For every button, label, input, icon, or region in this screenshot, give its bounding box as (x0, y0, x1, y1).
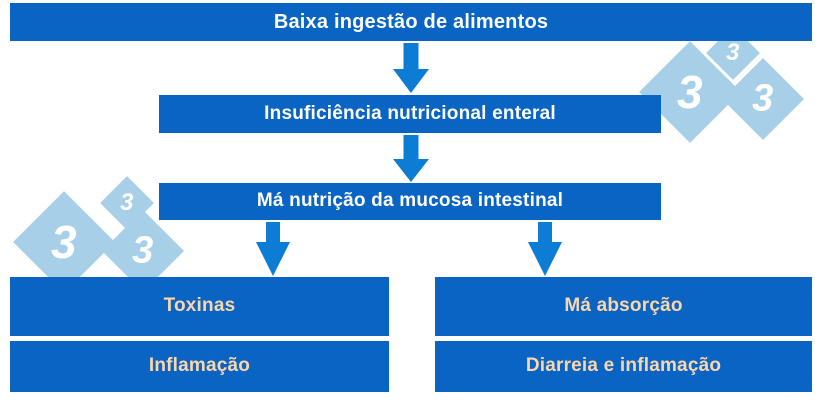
arrow-n2-to-n3 (393, 135, 429, 183)
arrow-shaft (403, 43, 419, 69)
watermark-digit: 3 (726, 38, 740, 66)
node-insuficiencia-nutricional[interactable]: Insuficiência nutricional enteral (159, 95, 661, 133)
arrow-n1-to-n2 (393, 43, 429, 93)
arrow-head (393, 159, 429, 182)
arrow-shaft (266, 222, 280, 242)
watermark-top-right: 3 3 3 (639, 26, 820, 150)
node-ma-nutricao-mucosa[interactable]: Má nutrição da mucosa intestinal (159, 183, 661, 220)
node-label: Baixa ingestão de alimentos (273, 11, 549, 33)
node-ma-absorcao[interactable]: Má absorção (435, 277, 812, 336)
arrow-n3-to-n5 (527, 222, 563, 276)
node-label: Má nutrição da mucosa intestinal (256, 190, 564, 212)
node-toxinas[interactable]: Toxinas (10, 277, 389, 336)
watermark-digit: 3 (752, 77, 774, 120)
arrow-head (393, 69, 429, 93)
node-label: Toxinas (163, 295, 236, 317)
node-label: Inflamação (148, 355, 251, 377)
watermark-diamond-small: 3 (100, 176, 154, 230)
watermark-digit: 3 (677, 66, 703, 118)
arrow-head (256, 242, 290, 276)
arrow-shaft (403, 135, 419, 159)
node-label: Má absorção (564, 295, 683, 317)
arrow-n3-to-n4 (255, 222, 291, 276)
watermark-digit: 3 (51, 216, 77, 268)
watermark-digit: 3 (132, 229, 154, 272)
node-label: Diarreia e inflamação (525, 355, 722, 377)
node-label: Insuficiência nutricional enteral (264, 102, 556, 124)
node-inflamacao[interactable]: Inflamação (10, 341, 389, 392)
node-baixa-ingestao[interactable]: Baixa ingestão de alimentos (10, 3, 812, 41)
node-diarreia-inflamacao[interactable]: Diarreia e inflamação (435, 341, 812, 392)
watermark-digit: 3 (120, 188, 134, 216)
arrow-head (528, 242, 562, 276)
watermark-diamond-medium: 3 (721, 57, 805, 141)
arrow-shaft (538, 222, 552, 242)
